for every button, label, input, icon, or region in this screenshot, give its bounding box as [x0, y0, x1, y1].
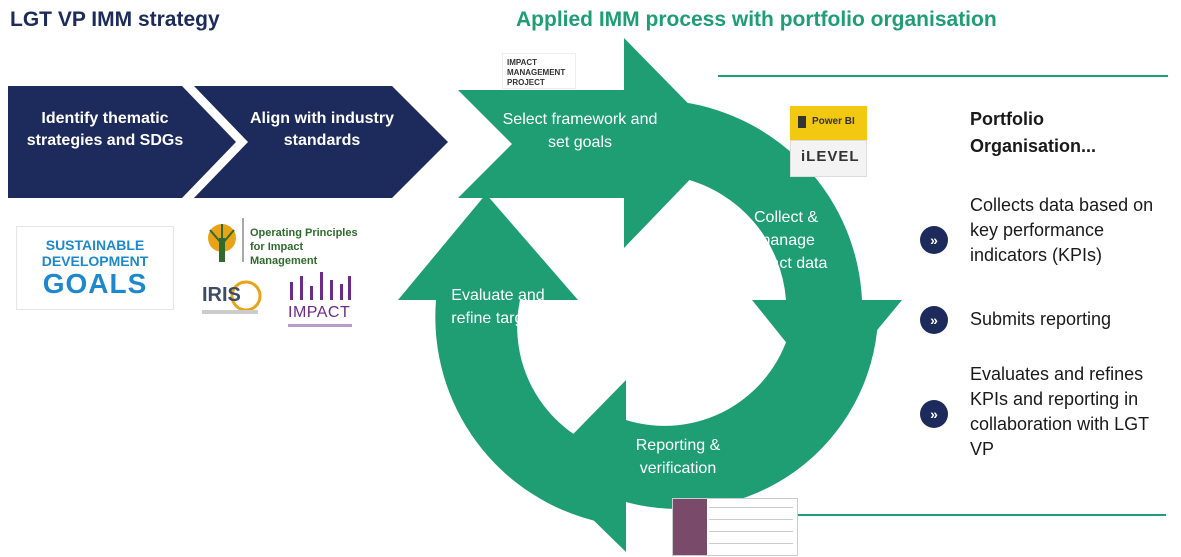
power-bi-icon	[798, 116, 806, 128]
impact-logo-subtext	[288, 324, 352, 327]
operating-principles-logo-icon	[208, 218, 244, 262]
sdg-line-1: SUSTAINABLE	[45, 237, 145, 253]
process-title: Applied IMM process with portfolio organ…	[516, 8, 997, 31]
double-chevron-right-icon: »	[920, 400, 948, 428]
iris-logo-subtext	[202, 310, 258, 314]
imp-line-3: PROJECT	[507, 78, 545, 87]
chevron-align	[194, 86, 448, 198]
table-thumbnail-line	[709, 531, 793, 532]
double-chevron-right-icon: »	[920, 226, 948, 254]
step-reporting-label: Reporting & verification	[635, 437, 721, 477]
impact-logo-icon	[290, 272, 351, 300]
power-bi-text: Power BI	[812, 116, 855, 127]
table-thumbnail-line	[709, 543, 793, 544]
chevron-identify	[8, 86, 236, 198]
arrow-select-framework	[458, 38, 726, 248]
portfolio-item-submits: Submits reporting	[970, 309, 1112, 329]
double-chevron-right-icon: »	[920, 306, 948, 334]
ilevel-text: iLEVEL	[801, 148, 860, 165]
step-evaluate-label: Evaluate and refine targets	[451, 287, 545, 327]
sdg-line-3: GOALS	[42, 268, 148, 299]
ilevel-logo: iLEVEL	[790, 140, 867, 177]
portfolio-item-collects: Collects data based on key performance i…	[970, 195, 1154, 265]
step-align-label: Align with industry standards	[250, 110, 394, 149]
impact-logo-text: IMPACT	[288, 304, 351, 321]
imp-line-1: IMPACT	[507, 58, 538, 67]
table-thumbnail-line	[709, 519, 793, 520]
portfolio-heading: Portfolio Organisation...	[970, 109, 1097, 156]
step-identify-label: Identify thematic strategies and SDGs	[26, 110, 184, 149]
imp-line-2: MANAGEMENT	[507, 68, 566, 77]
report-table-thumbnail	[672, 498, 798, 556]
portfolio-item-evaluates: Evaluates and refines KPIs and reporting…	[970, 364, 1149, 459]
step-select-framework-label: Select framework and set goals	[502, 111, 658, 151]
table-thumbnail-header-column	[673, 499, 707, 555]
sdg-line-2: DEVELOPMENT	[41, 253, 149, 269]
strategy-title: LGT VP IMM strategy	[10, 8, 220, 31]
operating-principles-logo-text: Operating Principles for Impact Manageme…	[250, 227, 358, 267]
arrow-evaluate	[398, 194, 612, 522]
power-bi-logo: Power BI	[790, 106, 867, 140]
table-thumbnail-line	[709, 507, 793, 508]
step-collect-data-label: Collect & manage impact data	[744, 209, 828, 272]
arrow-reporting	[540, 320, 878, 552]
iris-logo-text: IRIS	[202, 284, 241, 306]
imp-logo: IMPACT MANAGEMENT PROJECT	[502, 53, 576, 89]
sdg-logo: SUSTAINABLE DEVELOPMENT GOALS	[16, 226, 174, 310]
arrow-collect-data	[682, 102, 902, 392]
